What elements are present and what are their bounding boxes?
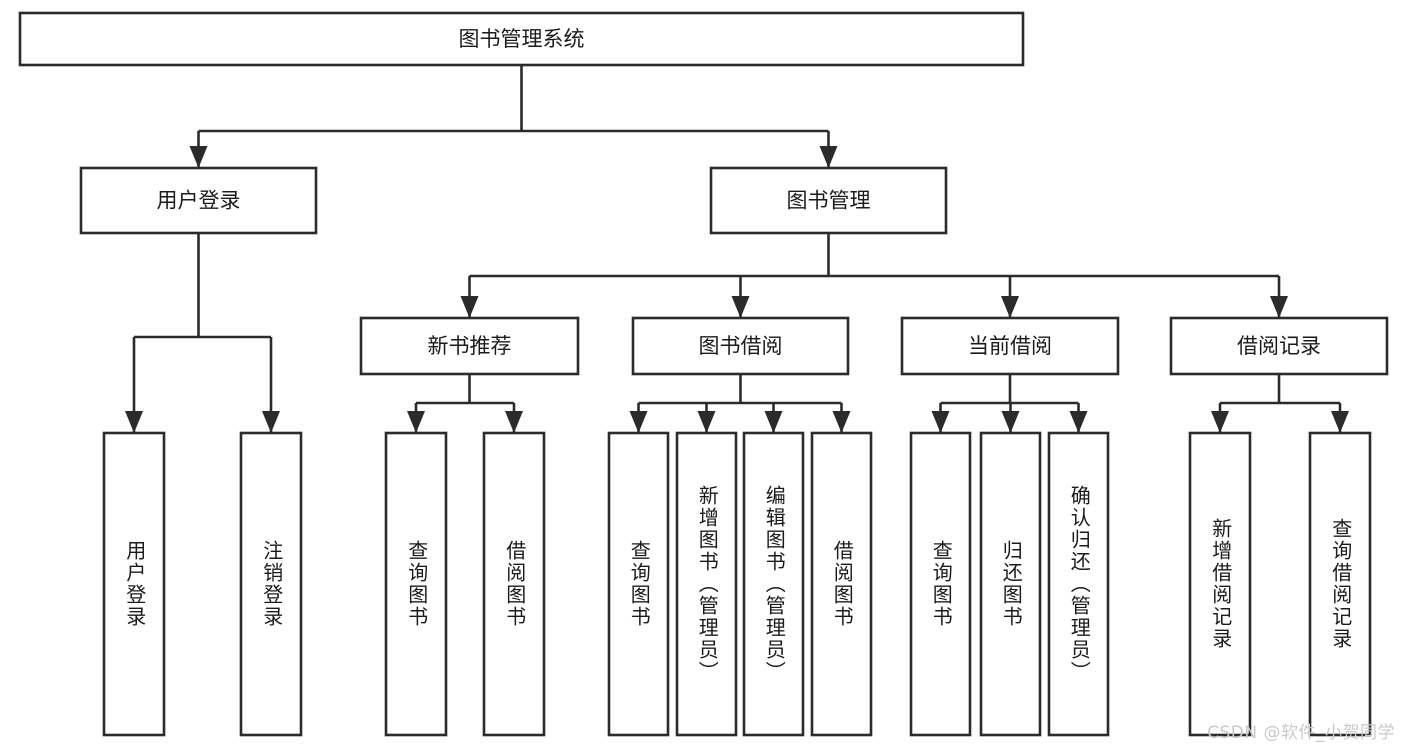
node-label-current-borrow: 当前借阅	[968, 334, 1052, 358]
node-leaf-query-record[interactable]	[1308, 431, 1372, 737]
node-leaf-user-logout[interactable]	[239, 431, 303, 737]
node-new-book-rec[interactable]: 新书推荐	[359, 316, 580, 376]
node-box-leaf-borrow-book	[810, 431, 873, 737]
arrow-icon-leaf-user-login	[125, 411, 143, 433]
arrow-icon-new-book-rec	[460, 296, 479, 318]
arrow-icon-leaf-confirm-return	[1069, 411, 1088, 433]
arrow-icon-leaf-borrow-book-rec	[505, 411, 523, 433]
node-box-leaf-add-record	[1188, 431, 1252, 737]
node-leaf-confirm-return[interactable]	[1047, 431, 1110, 737]
node-box-leaf-user-login	[102, 431, 166, 737]
node-label-root: 图书管理系统	[459, 27, 585, 51]
node-root[interactable]: 图书管理系统	[18, 11, 1025, 67]
node-leaf-return-book[interactable]	[979, 431, 1042, 737]
node-box-user-login	[79, 166, 318, 235]
arrow-icon-leaf-query-book	[629, 411, 648, 433]
node-leaf-borrow-book[interactable]	[810, 431, 873, 737]
node-box-leaf-query-record	[1308, 431, 1372, 737]
arrow-icon-book-manage	[819, 146, 838, 168]
watermark: CSDN @软件_小贺同学	[1207, 723, 1395, 743]
arrow-icon-leaf-query-book-cur	[931, 411, 950, 433]
node-box-leaf-confirm-return	[1047, 431, 1110, 737]
node-borrow-record[interactable]: 借阅记录	[1169, 316, 1389, 376]
arrow-icon-leaf-add-book	[697, 411, 716, 433]
node-book-manage[interactable]: 图书管理	[709, 166, 948, 235]
node-user-login[interactable]: 用户登录	[79, 166, 318, 235]
arrow-icon-current-borrow	[1001, 296, 1019, 318]
edges-layer	[125, 65, 1349, 433]
node-label-user-login: 用户登录	[157, 189, 241, 213]
node-box-leaf-query-book-rec	[384, 431, 448, 737]
node-label-book-borrow: 图书借阅	[699, 334, 783, 358]
node-box-leaf-edit-book	[742, 431, 805, 737]
node-leaf-query-book[interactable]	[607, 431, 670, 737]
node-label-new-book-rec: 新书推荐	[428, 334, 512, 358]
node-leaf-add-record[interactable]	[1188, 431, 1252, 737]
arrow-icon-leaf-add-record	[1211, 411, 1229, 433]
node-box-leaf-query-book	[607, 431, 670, 737]
node-box-leaf-user-logout	[239, 431, 303, 737]
node-current-borrow[interactable]: 当前借阅	[900, 316, 1120, 376]
arrow-icon-leaf-borrow-book	[832, 411, 851, 433]
node-box-root	[18, 11, 1025, 67]
arrow-icon-leaf-query-book-rec	[407, 411, 425, 433]
node-leaf-query-book-cur[interactable]	[909, 431, 972, 737]
arrow-icon-leaf-return-book	[1001, 411, 1020, 433]
arrow-icon-leaf-query-record	[1331, 411, 1349, 433]
node-box-current-borrow	[900, 316, 1120, 376]
node-box-leaf-return-book	[979, 431, 1042, 737]
node-box-leaf-borrow-book-rec	[482, 431, 546, 737]
node-leaf-add-book[interactable]	[675, 431, 738, 737]
arrow-icon-borrow-record	[1270, 296, 1288, 318]
node-leaf-borrow-book-rec[interactable]	[482, 431, 546, 737]
arrow-icon-leaf-edit-book	[764, 411, 783, 433]
node-box-book-manage	[709, 166, 948, 235]
node-box-leaf-add-book	[675, 431, 738, 737]
node-box-new-book-rec	[359, 316, 580, 376]
arrow-icon-leaf-user-logout	[262, 411, 280, 433]
node-box-leaf-query-book-cur	[909, 431, 972, 737]
node-leaf-edit-book[interactable]	[742, 431, 805, 737]
node-book-borrow[interactable]: 图书借阅	[631, 316, 850, 376]
arrow-icon-user-login	[189, 146, 208, 168]
node-label-book-manage: 图书管理	[787, 189, 871, 213]
node-box-book-borrow	[631, 316, 850, 376]
arrow-icon-book-borrow	[731, 296, 750, 318]
node-label-borrow-record: 借阅记录	[1237, 334, 1321, 358]
node-leaf-query-book-rec[interactable]	[384, 431, 448, 737]
node-leaf-user-login[interactable]	[102, 431, 166, 737]
node-box-borrow-record	[1169, 316, 1389, 376]
